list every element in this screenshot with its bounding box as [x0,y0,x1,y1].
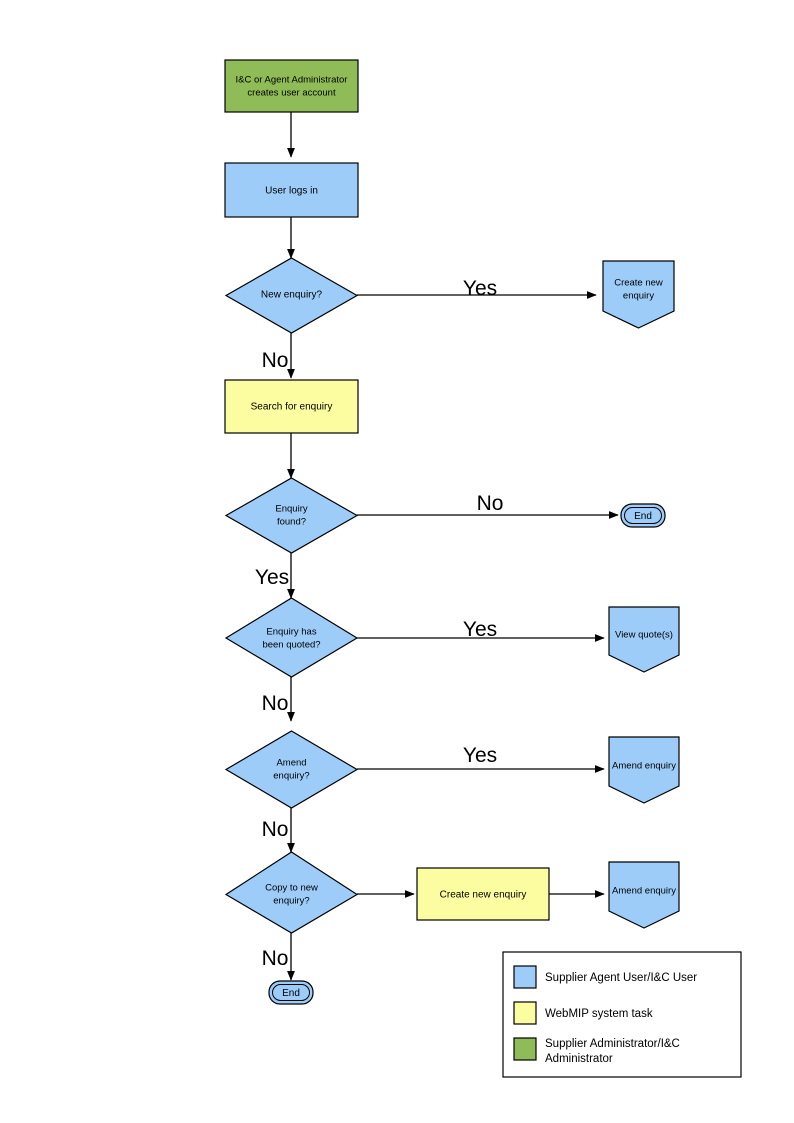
node-create-new-enquiry-task[interactable]: Create new enquiry [416,867,550,921]
node-amend-enquiry-doc-1-label: Amend enquiry [612,761,676,772]
edge-labels-layer: Yes No No Yes Yes No Yes No No [255,277,504,970]
legend: Supplier Agent User/I&C User WebMIP syst… [502,951,742,1078]
node-enquiry-quoted-label-line2: been quoted? [262,640,320,651]
legend-swatch-system-yellow [513,1001,537,1025]
node-end-bottom[interactable]: End [268,980,314,1005]
node-view-quotes-document[interactable]: View quote(s) [608,606,680,673]
edge-label-new-enquiry-no: No [262,349,289,372]
node-search-for-enquiry-label: Search for enquiry [251,402,333,413]
node-amend-enquiry-label-line1: Amend [276,758,306,769]
node-admin-creates-user-account[interactable]: I&C or Agent Administrator creates user … [224,59,359,113]
edge-label-enquiry-found-yes: Yes [255,566,289,589]
legend-label-supplier-administrator-line2: Administrator [545,1053,613,1065]
node-decision-copy-to-new-enquiry[interactable]: Copy to new enquiry? [224,851,359,934]
node-end-bottom-label: End [282,988,300,999]
legend-label-supplier-agent-user: Supplier Agent User/I&C User [545,972,697,984]
edge-label-enquiry-quoted-yes: Yes [463,618,497,641]
node-enquiry-found-label-line2: found? [277,517,306,528]
edge-label-amend-enquiry-no: No [262,818,289,841]
node-user-logs-in[interactable]: User logs in [224,162,359,218]
node-create-new-enquiry-doc-label-line2: enquiry [623,291,654,302]
end-top-inner-outline [624,507,662,524]
node-amend-enquiry-doc-2-label: Amend enquiry [612,886,676,897]
node-amend-enquiry-label-line2: enquiry? [273,771,309,782]
node-end-top-label: End [634,511,652,522]
end-bottom-inner-outline [272,984,310,1001]
node-amend-enquiry-document-1[interactable]: Amend enquiry [608,736,680,804]
edge-label-enquiry-quoted-no: No [262,692,289,715]
legend-item-supplier-agent-user: Supplier Agent User/I&C User [513,965,697,989]
connectors-layer [287,112,619,981]
legend-label-supplier-administrator-line1: Supplier Administrator/I&C [545,1038,680,1050]
legend-item-webmip-system-task: WebMIP system task [513,1001,653,1025]
legend-item-supplier-administrator: Supplier Administrator/I&C Administrator [513,1037,680,1065]
legend-label-webmip-system-task: WebMIP system task [545,1008,653,1020]
node-create-new-enquiry-document[interactable]: Create new enquiry [602,260,675,329]
edge-label-copy-to-new-no: No [262,947,289,970]
node-new-enquiry-label: New enquiry? [261,290,323,301]
node-view-quotes-label: View quote(s) [615,630,673,641]
node-admin-creates-label-line1: I&C or Agent Administrator [236,75,348,86]
edge-label-amend-enquiry-yes: Yes [463,744,497,767]
edge-label-new-enquiry-yes: Yes [463,277,497,300]
node-copy-to-new-enquiry-label-line1: Copy to new [265,883,318,894]
node-amend-enquiry-document-2[interactable]: Amend enquiry [608,861,680,929]
legend-swatch-admin-green [513,1037,537,1061]
node-search-for-enquiry[interactable]: Search for enquiry [224,379,359,434]
edge-label-enquiry-found-no: No [477,492,504,515]
node-end-top[interactable]: End [620,503,666,528]
node-decision-enquiry-found[interactable]: Enquiry found? [224,477,359,554]
node-decision-new-enquiry[interactable]: New enquiry? [224,257,359,334]
node-create-new-enquiry-task-label: Create new enquiry [440,890,527,901]
node-decision-enquiry-quoted[interactable]: Enquiry has been quoted? [224,597,359,678]
node-enquiry-found-label-line1: Enquiry [275,504,307,515]
node-enquiry-quoted-label-line1: Enquiry has [266,627,316,638]
node-copy-to-new-enquiry-label-line2: enquiry? [273,896,309,907]
node-create-new-enquiry-doc-label-line1: Create new [614,278,663,289]
node-user-logs-in-label: User logs in [265,186,318,197]
node-admin-creates-label-line2: creates user account [247,88,336,99]
node-decision-amend-enquiry[interactable]: Amend enquiry? [224,730,359,809]
legend-frame [502,951,742,1078]
legend-swatch-process-blue [513,965,537,989]
